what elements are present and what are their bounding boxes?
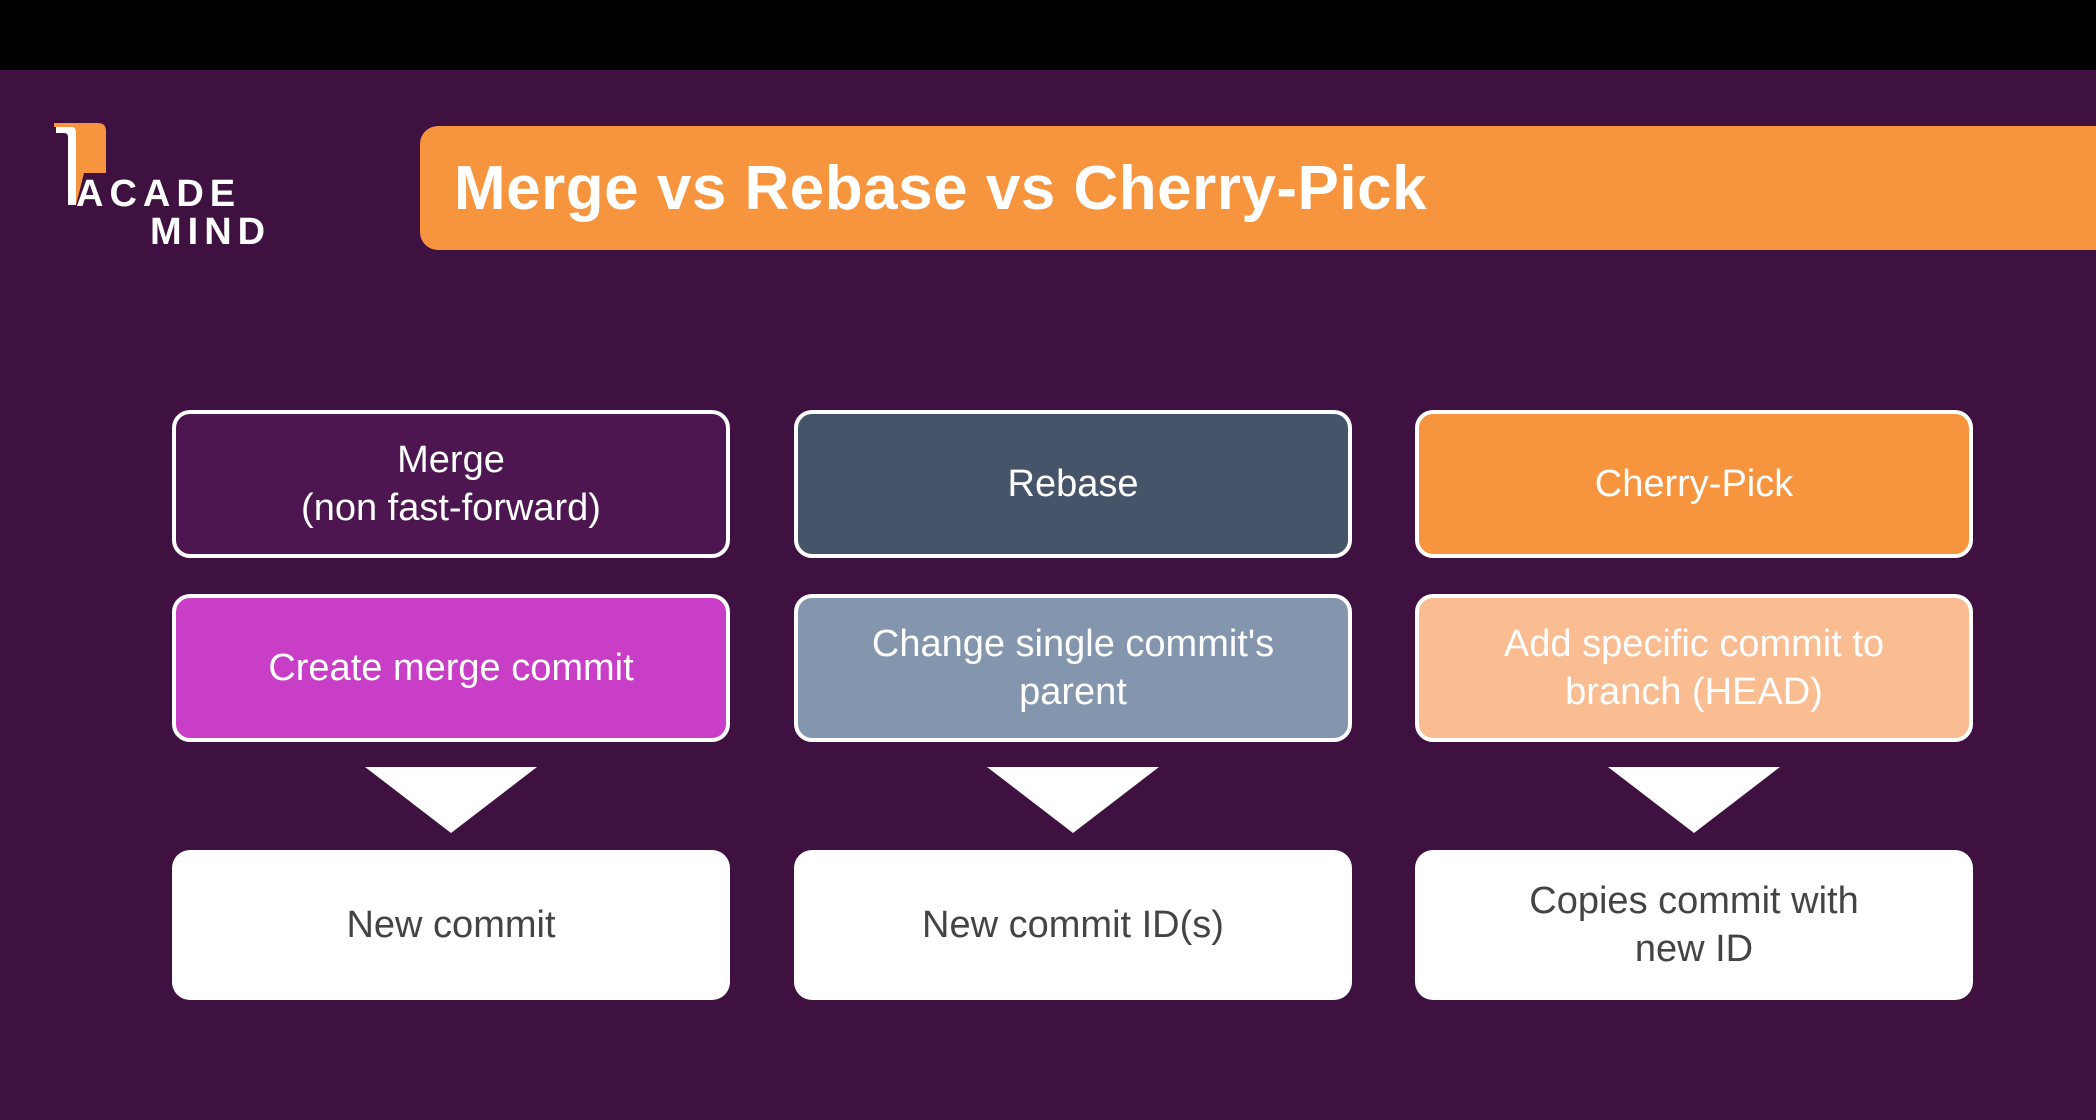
cherry-pick-result-box: Copies commit with new ID — [1415, 850, 1973, 1000]
cherry-pick-heading-box: Cherry-Pick — [1415, 410, 1973, 558]
merge-heading: Merge (non fast-forward) — [301, 439, 601, 529]
down-arrow-icon — [1608, 767, 1780, 833]
rebase-heading-box: Rebase — [794, 410, 1352, 558]
cherry-pick-description: Add specific commit to branch (HEAD) — [1503, 623, 1885, 713]
title-banner: Merge vs Rebase vs Cherry-Pick — [420, 126, 2096, 250]
cherry-pick-description-box: Add specific commit to branch (HEAD) — [1415, 594, 1973, 742]
rebase-description-box: Change single commit's parent — [794, 594, 1352, 742]
flag-icon — [54, 123, 106, 205]
down-arrow-icon — [365, 767, 537, 833]
rebase-description: Change single commit's parent — [871, 623, 1275, 713]
merge-description-box: Create merge commit — [172, 594, 730, 742]
rebase-result-box: New commit ID(s) — [794, 850, 1352, 1000]
slide-background: ACADE MIND Merge vs Rebase vs Cherry-Pic… — [0, 70, 2096, 1120]
academind-logo: ACADE MIND — [52, 123, 272, 253]
logo-text-line1: ACADE — [76, 173, 242, 215]
cherry-pick-heading: Cherry-Pick — [1594, 463, 1794, 505]
down-arrow-icon — [987, 767, 1159, 833]
merge-heading-box: Merge (non fast-forward) — [172, 410, 730, 558]
slide-title: Merge vs Rebase vs Cherry-Pick — [454, 153, 1428, 223]
rebase-heading: Rebase — [1007, 463, 1139, 505]
merge-result-box: New commit — [172, 850, 730, 1000]
logo-text-line2: MIND — [150, 211, 272, 253]
cherry-pick-result: Copies commit with new ID — [1529, 880, 1859, 970]
merge-description: Create merge commit — [268, 647, 634, 689]
rebase-result: New commit ID(s) — [922, 904, 1224, 946]
merge-result: New commit — [346, 904, 556, 946]
